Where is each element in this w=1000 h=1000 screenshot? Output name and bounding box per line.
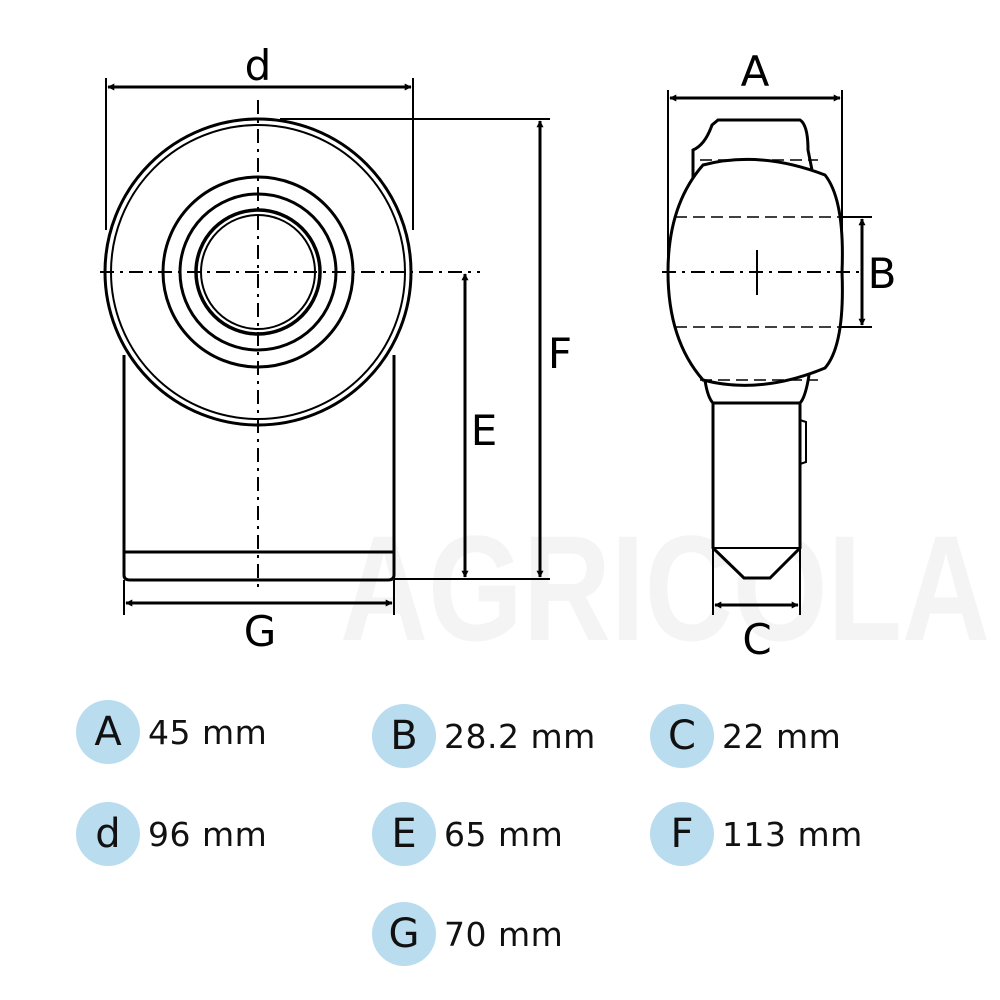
dimension-d [105,78,414,230]
legend-a: A 45 mm [76,700,267,764]
legend-b: B 28.2 mm [372,704,596,768]
value-b: 28.2 mm [444,716,596,756]
legend-e: E 65 mm [372,802,563,866]
badge-c: C [650,704,714,768]
value-d: 96 mm [148,814,268,854]
badge-d: d [76,802,140,866]
value-c: 22 mm [722,716,842,756]
dimension-c [712,548,801,615]
legend-d: d 96 mm [76,802,267,866]
label-b: B [868,249,897,298]
dimension-b [840,216,872,328]
watermark: AGRICOLA [340,504,990,672]
label-f: F [548,329,572,378]
value-e: 65 mm [444,814,564,854]
label-g: G [244,607,277,656]
label-c: C [742,615,771,664]
value-f: 113 mm [722,814,863,854]
front-view [100,100,480,590]
dimension-a [667,90,843,272]
legend-f: F 113 mm [650,802,863,866]
label-d: d [245,41,272,90]
legend-c: C 22 mm [650,704,841,768]
badge-g: G [372,902,436,966]
label-a: A [741,47,770,96]
label-e: E [471,406,498,455]
dimension-f [280,118,550,580]
legend-g: G 70 mm [372,902,563,966]
value-g: 70 mm [444,914,564,954]
badge-e: E [372,802,436,866]
value-a: 45 mm [148,712,268,752]
dimension-g [123,580,395,615]
badge-a: A [76,700,140,764]
technical-drawing: AGRICOLA d F E G [100,41,990,672]
side-view [662,118,860,580]
badge-f: F [650,802,714,866]
badge-b: B [372,704,436,768]
